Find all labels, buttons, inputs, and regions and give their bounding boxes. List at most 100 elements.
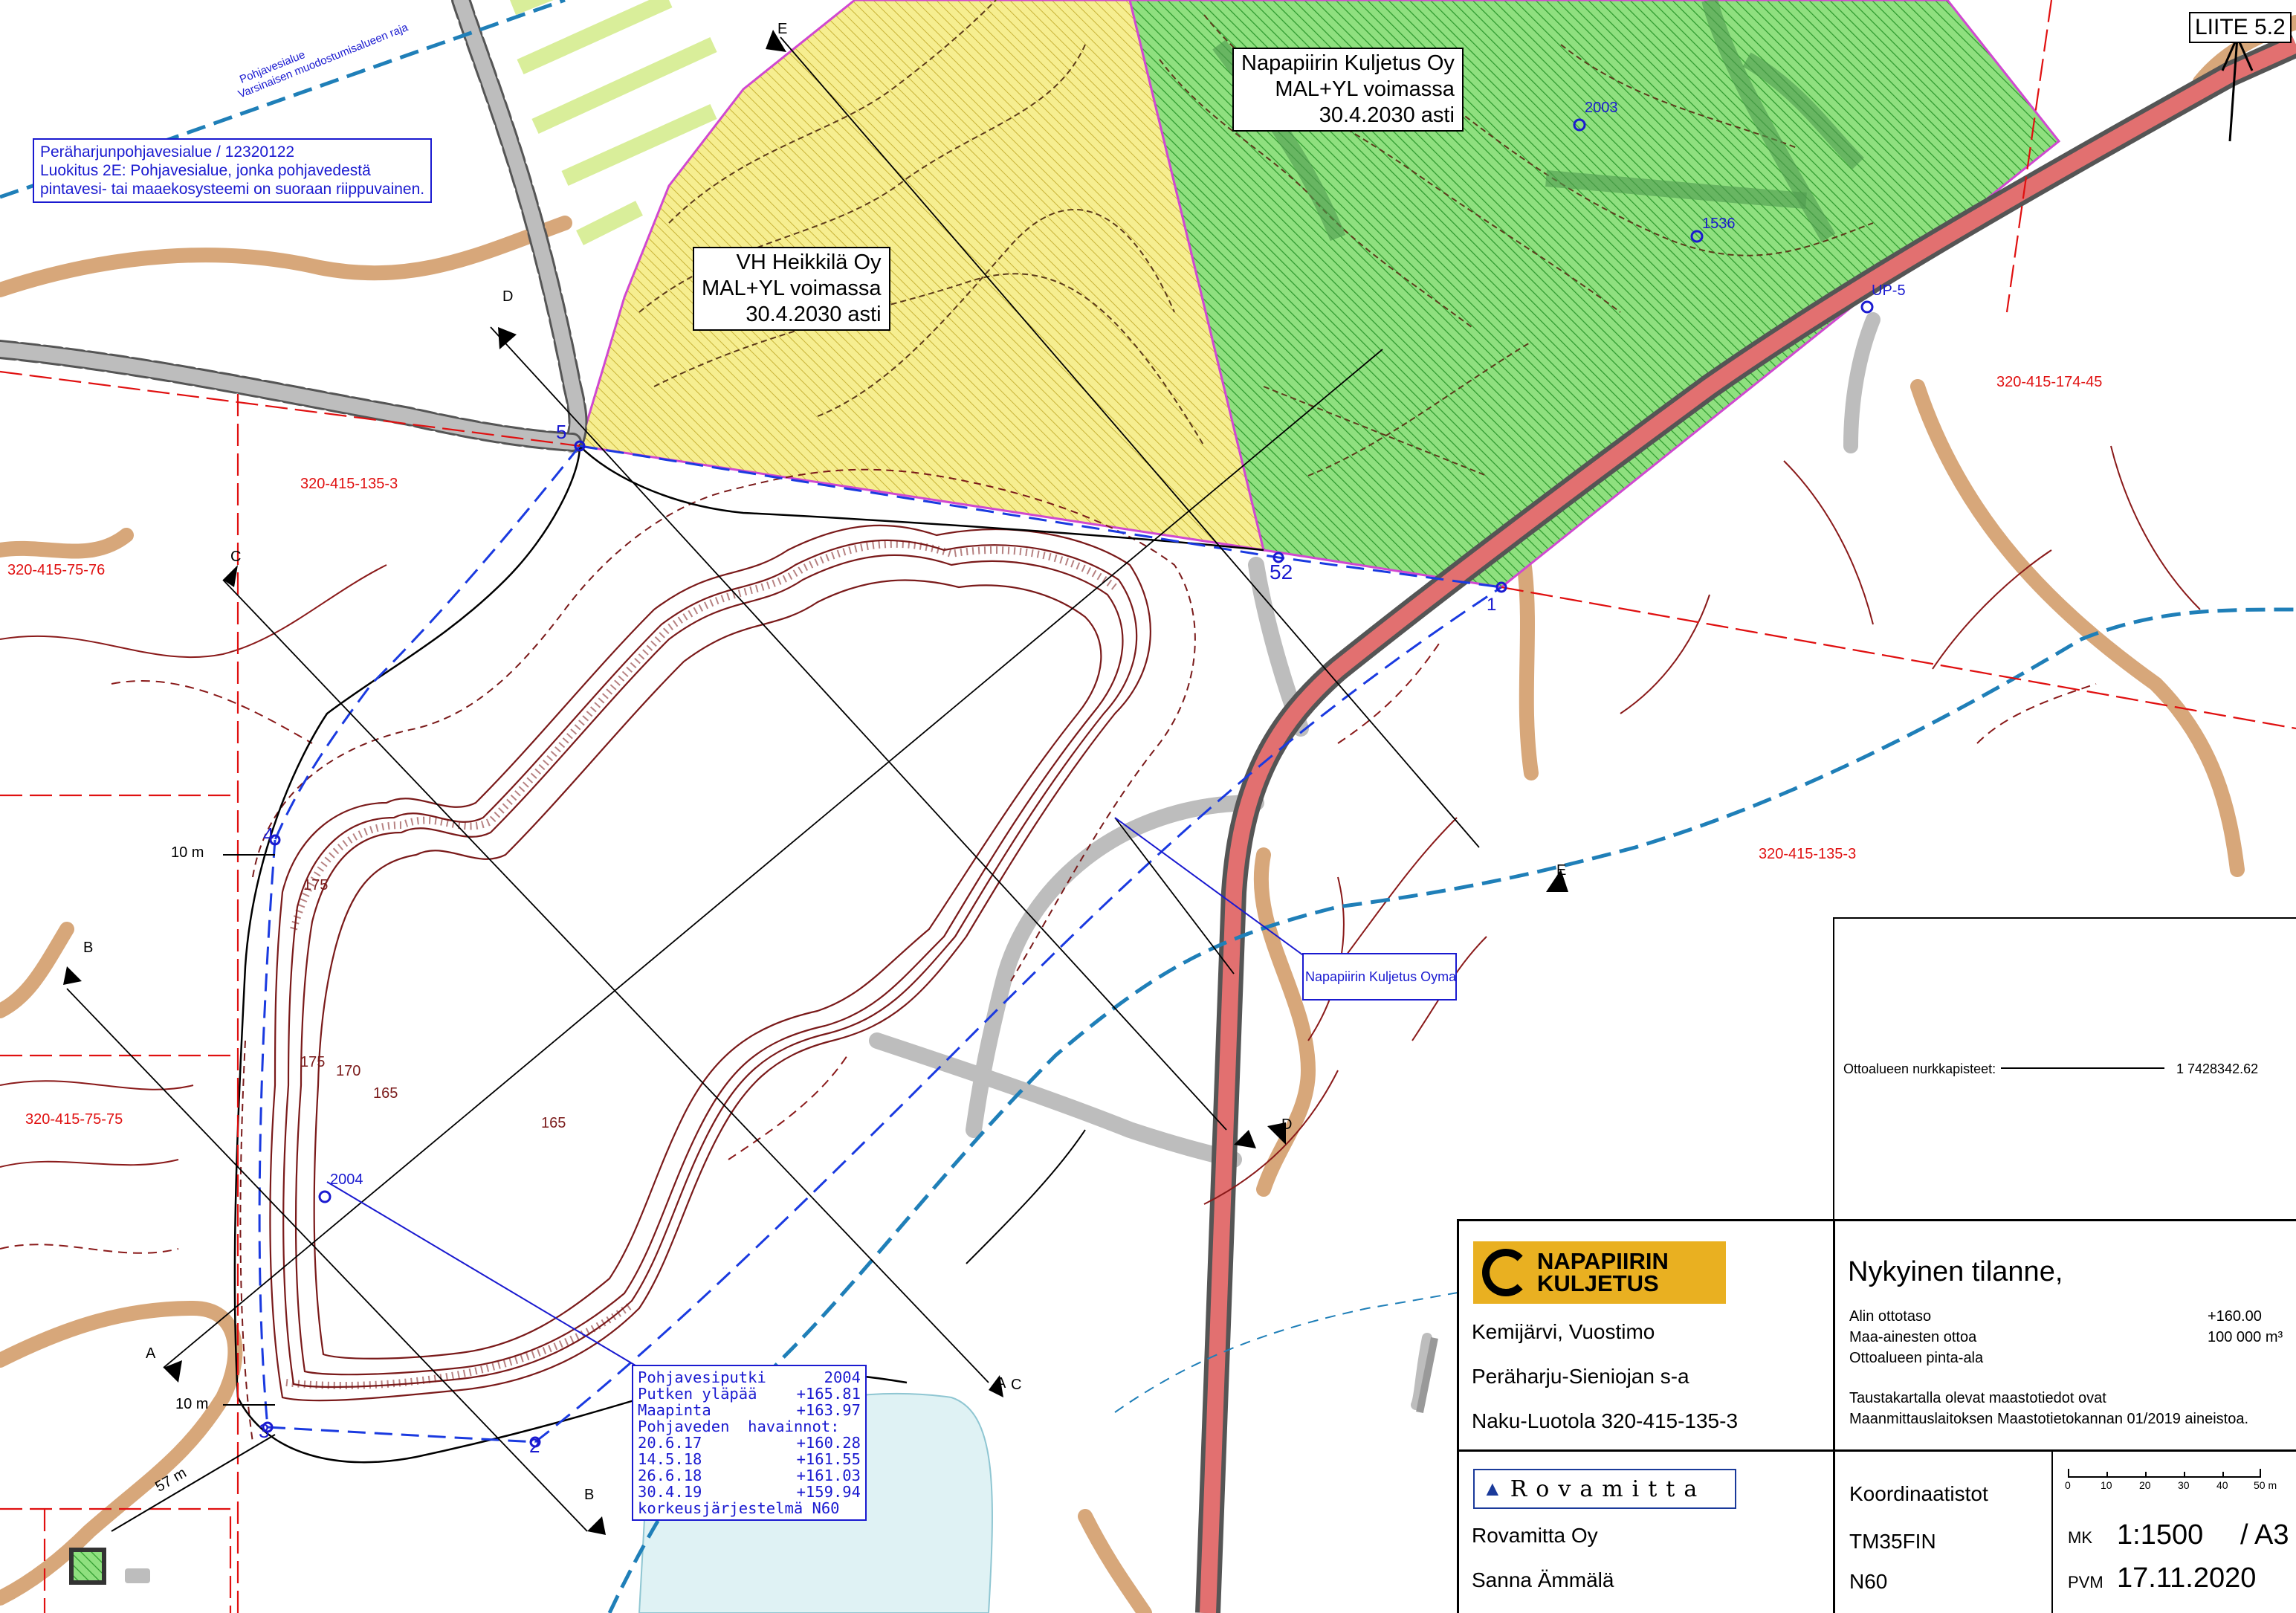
- groundwater-line-1: Peräharjunpohjavesialue / 12320122: [40, 143, 295, 161]
- well-table-value: +165.81: [796, 1385, 861, 1403]
- well-table-id: 2004: [824, 1368, 861, 1386]
- tb-info-key: Ottoalueen pinta-ala: [1849, 1350, 1984, 1366]
- legend-green-symbol: [69, 1548, 106, 1585]
- dimension-label: 10 m: [171, 844, 204, 861]
- scale-tick: [2184, 1472, 2185, 1478]
- scale-tick-label: 40: [2216, 1479, 2228, 1491]
- scale-tick: [2145, 1472, 2147, 1478]
- well-table-value: +161.03: [796, 1467, 861, 1484]
- section-letter: E: [777, 21, 788, 37]
- corner-label: 2: [529, 1435, 540, 1457]
- contour-label: 165: [373, 1085, 398, 1102]
- tb-pvm-label: PVM: [2068, 1573, 2103, 1591]
- section-letter: A: [146, 1345, 156, 1362]
- tb-place: Kemijärvi, Vuostimo: [1472, 1320, 1655, 1343]
- corner-label: 52: [1270, 560, 1293, 584]
- dimension-label: 10 m: [175, 1396, 209, 1412]
- contours-north: [638, 0, 1874, 476]
- groundwater-area-box: Peräharjunpohjavesialue / 12320122 Luoki…: [33, 138, 433, 203]
- section-letter: D: [1281, 1116, 1293, 1133]
- permit-valid: 30.4.2030 asti: [1319, 103, 1455, 127]
- section-letter: C: [1011, 1377, 1022, 1393]
- terrain-contours: [0, 445, 2201, 1205]
- tb-info-value: +160.00: [2208, 1308, 2262, 1325]
- permit-company: VH Heikkilä Oy: [736, 250, 882, 274]
- well-table-key: Pohjaveden havainnot:: [638, 1418, 840, 1435]
- contour-label: 170: [336, 1063, 361, 1079]
- permit-area-napapiiri: [1128, 0, 2061, 589]
- boundary-east: [966, 1129, 1086, 1264]
- groundwater-line-3: pintavesi- tai maaekosysteemi on suoraan…: [40, 181, 425, 198]
- scale-bar-line: [2068, 1476, 2261, 1478]
- permit-status: MAL+YL voimassa: [702, 277, 882, 300]
- permit-boundary-blue: [258, 445, 1502, 1444]
- section-letter: C: [230, 549, 242, 565]
- scale-tick-label: 30: [2178, 1479, 2190, 1491]
- tb-mk-label: MK: [2068, 1528, 2092, 1547]
- scale-tick-label: 20: [2139, 1479, 2151, 1491]
- tb-heading: Nykyinen tilanne,: [1848, 1256, 2063, 1287]
- rovamitta-logo-text: Rovamitta: [1510, 1475, 1707, 1502]
- scale-bar: 0 10 20 30 40 50 m: [2065, 1469, 2277, 1491]
- extraction-boundary: [233, 443, 1264, 1398]
- parcel-label: 320-415-75-75: [25, 1111, 123, 1128]
- well-label: 1536: [1702, 216, 1736, 232]
- corner-label: 5: [556, 421, 567, 443]
- corner-note-leader-2: [2001, 1067, 2164, 1069]
- section-letter: E: [1556, 862, 1567, 879]
- tb-divider-vertical: [1833, 1219, 1835, 1613]
- tb-coord-1: TM35FIN: [1849, 1530, 1936, 1553]
- tb-paper: / A3: [2240, 1519, 2289, 1551]
- tb-coord-title: Koordinaatistot: [1849, 1482, 1988, 1505]
- napapiiri-logo-line-2: KULJETUS: [1537, 1270, 1659, 1296]
- section-letter: A: [996, 1375, 1006, 1391]
- tb-border-top: [1457, 1219, 2296, 1221]
- leader-lines: [326, 817, 1309, 1368]
- tb-consultant: Rovamitta Oy: [1472, 1524, 1598, 1547]
- well-table-key: Putken yläpää: [638, 1385, 757, 1403]
- well-table-value: +159.94: [796, 1483, 861, 1501]
- tb-divider-scale: [2051, 1449, 2053, 1613]
- tb-author: Sanna Ämmälä: [1472, 1568, 1614, 1591]
- napapiiri-logo-line-1: NAPAPIIRIN: [1537, 1248, 1669, 1274]
- tb-border-left: [1457, 1219, 1459, 1613]
- section-letter: B: [83, 940, 94, 956]
- corner-label: 3: [259, 1420, 270, 1442]
- title-block: NAPAPIIRIN KULJETUS Kemijärvi, Vuostimo …: [1457, 1219, 2296, 1613]
- pit-slope: [285, 540, 1118, 1390]
- parcel-label: 320-415-75-76: [7, 562, 106, 578]
- dimension-lines: [111, 854, 276, 1532]
- well-table-footer: korkeusjärjestelmä N60: [638, 1499, 840, 1517]
- tb-property: Naku-Luotola 320-415-135-3: [1472, 1409, 1739, 1432]
- tb-coord-2: N60: [1849, 1570, 1888, 1593]
- permit-company: Napapiirin Kuljetus Oy: [1241, 51, 1455, 75]
- scale-tick: [2068, 1469, 2069, 1478]
- parcel-label: 320-415-135-3: [300, 476, 398, 492]
- scale-tick: [2260, 1469, 2261, 1478]
- parcel-label: 320-415-174-45: [1996, 374, 2103, 390]
- well-label: UP-5: [1872, 282, 1906, 299]
- scale-tick: [2222, 1472, 2224, 1478]
- corner-note-label-2: Ottoalueen nurkkapisteet:: [1843, 1061, 1996, 1076]
- tb-date: 17.11.2020: [2117, 1562, 2257, 1594]
- right-panel-note: [1836, 1056, 2296, 1078]
- section-letter: D: [502, 288, 514, 305]
- well-table-value: +163.97: [796, 1401, 861, 1419]
- owner-box-text: Napapiirin Kuljetus Oymaa-: [1305, 969, 1457, 984]
- well-table-key: 20.6.17: [638, 1434, 702, 1452]
- well-table-key: 30.4.19: [638, 1483, 702, 1501]
- tb-scale: 1:1500: [2117, 1519, 2204, 1551]
- scale-tick-label: 10: [2101, 1479, 2112, 1491]
- tb-project: Peräharju-Sieniojan s-a: [1472, 1365, 1689, 1388]
- tb-info-value: 100 000 m³: [2208, 1329, 2283, 1345]
- parcel-label: 320-415-135-3: [1759, 846, 1857, 862]
- contour-label: 175: [303, 877, 329, 893]
- sheet-label: LIITE 5.2: [2189, 12, 2292, 43]
- well-table-value: +161.55: [796, 1450, 861, 1468]
- permit-status: MAL+YL voimassa: [1275, 77, 1455, 101]
- corner-note-value-2: 1 7428342.62: [2176, 1061, 2259, 1076]
- section-arrows: [63, 30, 1568, 1535]
